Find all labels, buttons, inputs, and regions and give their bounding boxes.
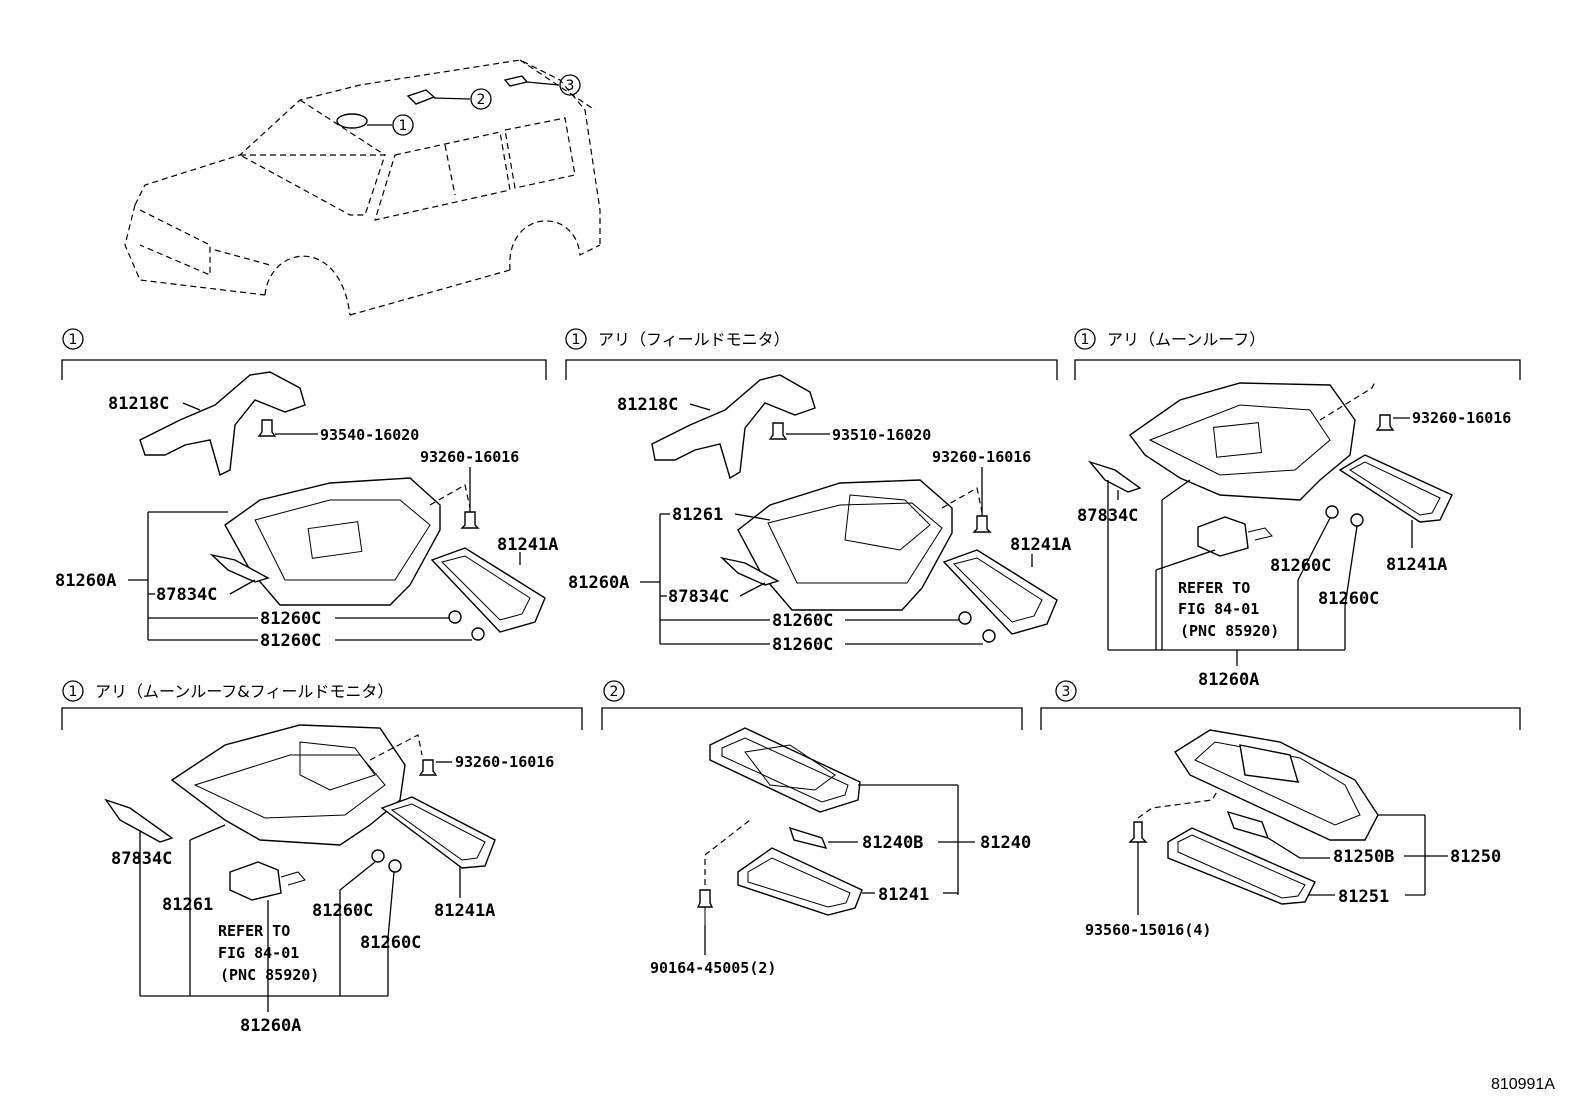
part-number-label: 81260C: [260, 631, 321, 651]
part-number-label: 81260C: [1318, 589, 1379, 609]
section-header-text: アリ（ムーンルーフ&フィールドモニタ）: [95, 682, 393, 701]
part-number-label: 87834C: [1077, 506, 1138, 526]
callout-number: 1: [399, 118, 408, 134]
part-number-label: 81260C: [772, 611, 833, 631]
part-number-label: 90164-45005(2): [650, 959, 776, 977]
part-number-label: 81241A: [434, 901, 495, 921]
part-number-label: 81261: [672, 505, 723, 525]
part-number-label: 81260A: [568, 573, 629, 593]
part-number-label: 81250B: [1333, 847, 1394, 867]
part-number-label: 93560-15016(4): [1085, 921, 1211, 939]
overview-callout-2: 2: [470, 88, 492, 110]
part-number-label: 93260-16016: [932, 448, 1031, 466]
part-number-label: 81251: [1338, 887, 1389, 907]
section-4-moon-roof-field-monitor: 1: [61, 680, 583, 1012]
part-number-label: 81241A: [1010, 535, 1071, 555]
section-6-cargo-lamp: 3: [1040, 680, 1521, 915]
section-number: 1: [1081, 332, 1090, 348]
section-header-text: アリ（フィールドモニタ）: [598, 330, 790, 349]
refer-note: FIG 84-01: [1178, 600, 1259, 618]
section-number: 1: [69, 332, 78, 348]
part-number-label: 81241: [878, 885, 929, 905]
section-3-moon-roof: 1: [1074, 328, 1521, 666]
vehicle-outline: [124, 59, 601, 316]
part-number-label: 81260C: [260, 609, 321, 629]
callout-number: 2: [477, 92, 486, 108]
part-number-label: 87834C: [111, 849, 172, 869]
overview-callout-3: 3: [559, 74, 581, 96]
part-number-label: 81218C: [108, 394, 169, 414]
part-number-label: 81260C: [360, 933, 421, 953]
section-number: 3: [1062, 684, 1071, 700]
part-number-label: 93260-16016: [420, 448, 519, 466]
section-number: 2: [610, 684, 619, 700]
part-number-label: 81240: [980, 833, 1031, 853]
part-number-label: 81260C: [312, 901, 373, 921]
part-number-label: 81260A: [55, 571, 116, 591]
part-number-label: 81241A: [1386, 555, 1447, 575]
part-number-label: 93510-16020: [832, 426, 931, 444]
section-2-field-monitor: 1: [565, 328, 1058, 645]
part-number-label: 93260-16016: [455, 753, 554, 771]
refer-note: REFER TO: [218, 922, 290, 940]
refer-note: REFER TO: [1178, 579, 1250, 597]
overview-callout-1: 1: [392, 114, 414, 136]
section-5-map-lamp: 2: [601, 680, 1023, 955]
refer-note: (PNC 85920): [220, 966, 319, 984]
part-number-label: 81241A: [497, 535, 558, 555]
part-number-label: 87834C: [156, 585, 217, 605]
part-number-label: 81218C: [617, 395, 678, 415]
part-number-label: 81240B: [862, 833, 923, 853]
part-number-label: 81250: [1450, 847, 1501, 867]
part-number-label: 81261: [162, 895, 213, 915]
section-header-text: アリ（ムーンルーフ）: [1107, 330, 1265, 349]
section-number: 1: [572, 332, 581, 348]
part-number-label: 93540-16020: [320, 426, 419, 444]
part-number-label: 81260C: [772, 635, 833, 655]
part-number-label: 81260A: [240, 1016, 301, 1036]
figure-id: 810991A: [1491, 1076, 1555, 1093]
refer-note: (PNC 85920): [1180, 622, 1279, 640]
refer-note: FIG 84-01: [218, 944, 299, 962]
part-number-label: 87834C: [668, 587, 729, 607]
part-number-label: 93260-16016: [1412, 409, 1511, 427]
part-number-label: 81260A: [1198, 670, 1259, 690]
callout-number: 3: [566, 78, 575, 94]
section-number: 1: [69, 684, 78, 700]
part-number-label: 81260C: [1270, 556, 1331, 576]
section-1-base: 1: [61, 328, 547, 641]
